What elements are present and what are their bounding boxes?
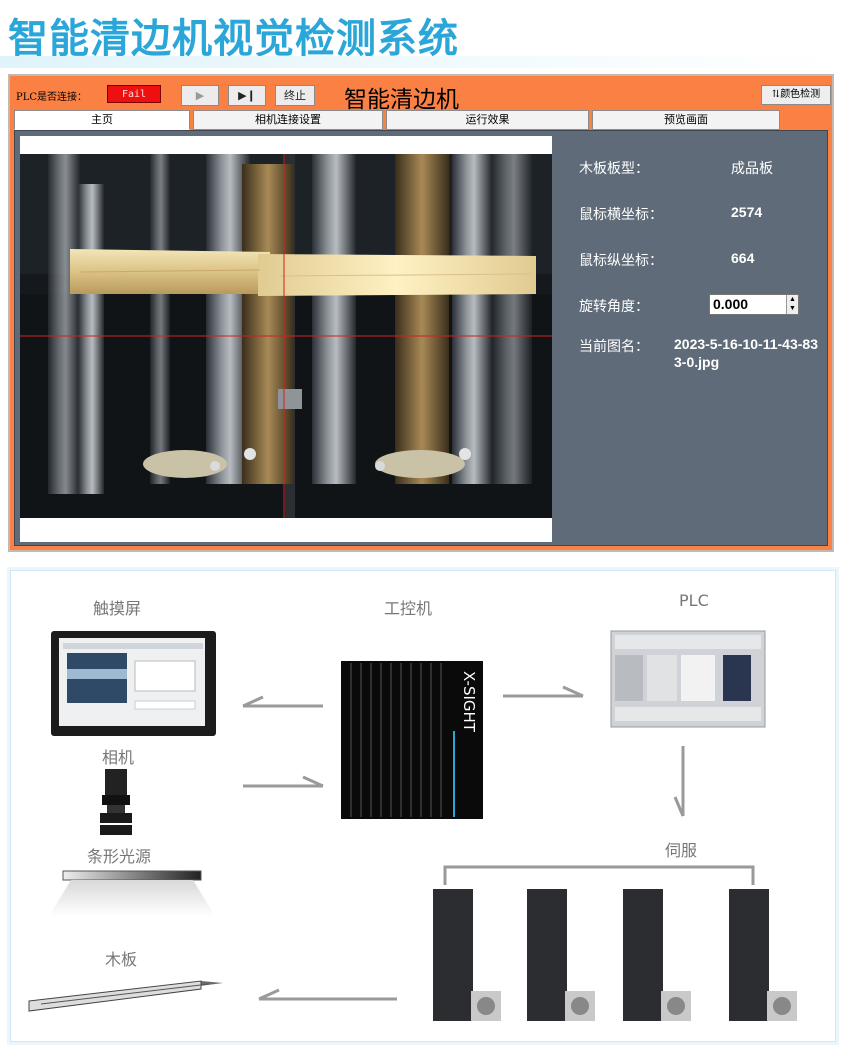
plc-connection-label: PLC是否连接： <box>16 92 88 103</box>
app-title: 智能清边机 <box>344 87 459 113</box>
diagram-graphics: X-SIGHT <box>28 630 797 1021</box>
label-camera: 相机 <box>102 748 135 767</box>
color-check-label: 颜色检测 <box>780 89 821 100</box>
image-frame <box>20 136 552 542</box>
board-type-label: 木板板型： <box>579 161 649 177</box>
step-forward-icon: ▶❙ <box>238 89 256 102</box>
plc-icon <box>610 630 766 728</box>
toolbar: PLC是否连接： Fail ▶ ▶❙ 终止 智能清边机 ⇅颜色检测 <box>10 76 832 113</box>
rotation-angle-input[interactable]: 0.000 ▲ ▼ <box>709 294 799 315</box>
play-button[interactable]: ▶ <box>181 85 219 106</box>
tab-home[interactable]: 主页 <box>14 110 190 130</box>
title-underline <box>0 56 845 68</box>
spin-up-icon[interactable]: ▲ <box>789 296 796 303</box>
step-button[interactable]: ▶❙ <box>228 85 266 106</box>
label-strip-light: 条形光源 <box>87 847 152 866</box>
system-diagram: X-SIGHT 触摸屏 工控机 PLC 相机 条形光源 伺服 木板 <box>10 570 836 1042</box>
rotation-label: 旋转角度： <box>579 299 649 315</box>
label-servo: 伺服 <box>665 841 698 860</box>
mouse-x-value: 2574 <box>731 204 763 220</box>
swap-icon: ⇅ <box>771 89 781 100</box>
mouse-x-label: 鼠标横坐标： <box>579 207 663 223</box>
plc-status-indicator: Fail <box>107 85 161 103</box>
label-touchscreen: 触摸屏 <box>93 599 142 618</box>
mouse-y-value: 664 <box>731 250 755 266</box>
color-check-button[interactable]: ⇅颜色检测 <box>761 85 831 105</box>
ipc-icon: X-SIGHT <box>341 661 483 819</box>
play-icon: ▶ <box>195 89 205 102</box>
touchscreen-icon <box>51 631 216 736</box>
camera-icon <box>100 769 132 835</box>
strip-light-icon <box>49 870 215 916</box>
rotation-angle-value: 0.000 <box>713 296 749 312</box>
mouse-y-label: 鼠标纵坐标： <box>579 253 663 269</box>
spin-buttons[interactable]: ▲ ▼ <box>786 295 798 314</box>
tab-preview[interactable]: 预览画面 <box>592 110 780 130</box>
spin-down-icon[interactable]: ▼ <box>789 305 796 312</box>
image-name-label: 当前图名： <box>579 339 649 355</box>
app-window: PLC是否连接： Fail ▶ ▶❙ 终止 智能清边机 ⇅颜色检测 主页 相机连… <box>8 74 834 552</box>
camera-image[interactable] <box>20 154 552 518</box>
page-title: 智能清边机视觉检测系统 <box>8 16 459 62</box>
label-wood-board: 木板 <box>105 950 138 969</box>
main-panel: 木板板型： 成品板 鼠标横坐标： 2574 鼠标纵坐标： 664 旋转角度： 0… <box>14 130 828 546</box>
flow-arrows <box>242 685 755 1001</box>
label-ipc: 工控机 <box>384 599 433 618</box>
tab-camera-settings[interactable]: 相机连接设置 <box>193 110 383 130</box>
tab-run-effect[interactable]: 运行效果 <box>386 110 589 130</box>
stop-button[interactable]: 终止 <box>275 85 315 106</box>
svg-text:X-SIGHT: X-SIGHT <box>460 671 478 733</box>
board-type-value: 成品板 <box>731 161 773 177</box>
servo-drives-icon <box>433 889 797 1021</box>
label-plc: PLC <box>679 591 709 610</box>
tab-bar: 主页 相机连接设置 运行效果 预览画面 <box>14 110 828 130</box>
image-name-value: 2023-5-16-10-11-43-833-0.jpg <box>674 336 818 370</box>
wood-board-icon <box>28 980 223 1012</box>
info-panel: 木板板型： 成品板 鼠标横坐标： 2574 鼠标纵坐标： 664 旋转角度： 0… <box>571 131 821 541</box>
